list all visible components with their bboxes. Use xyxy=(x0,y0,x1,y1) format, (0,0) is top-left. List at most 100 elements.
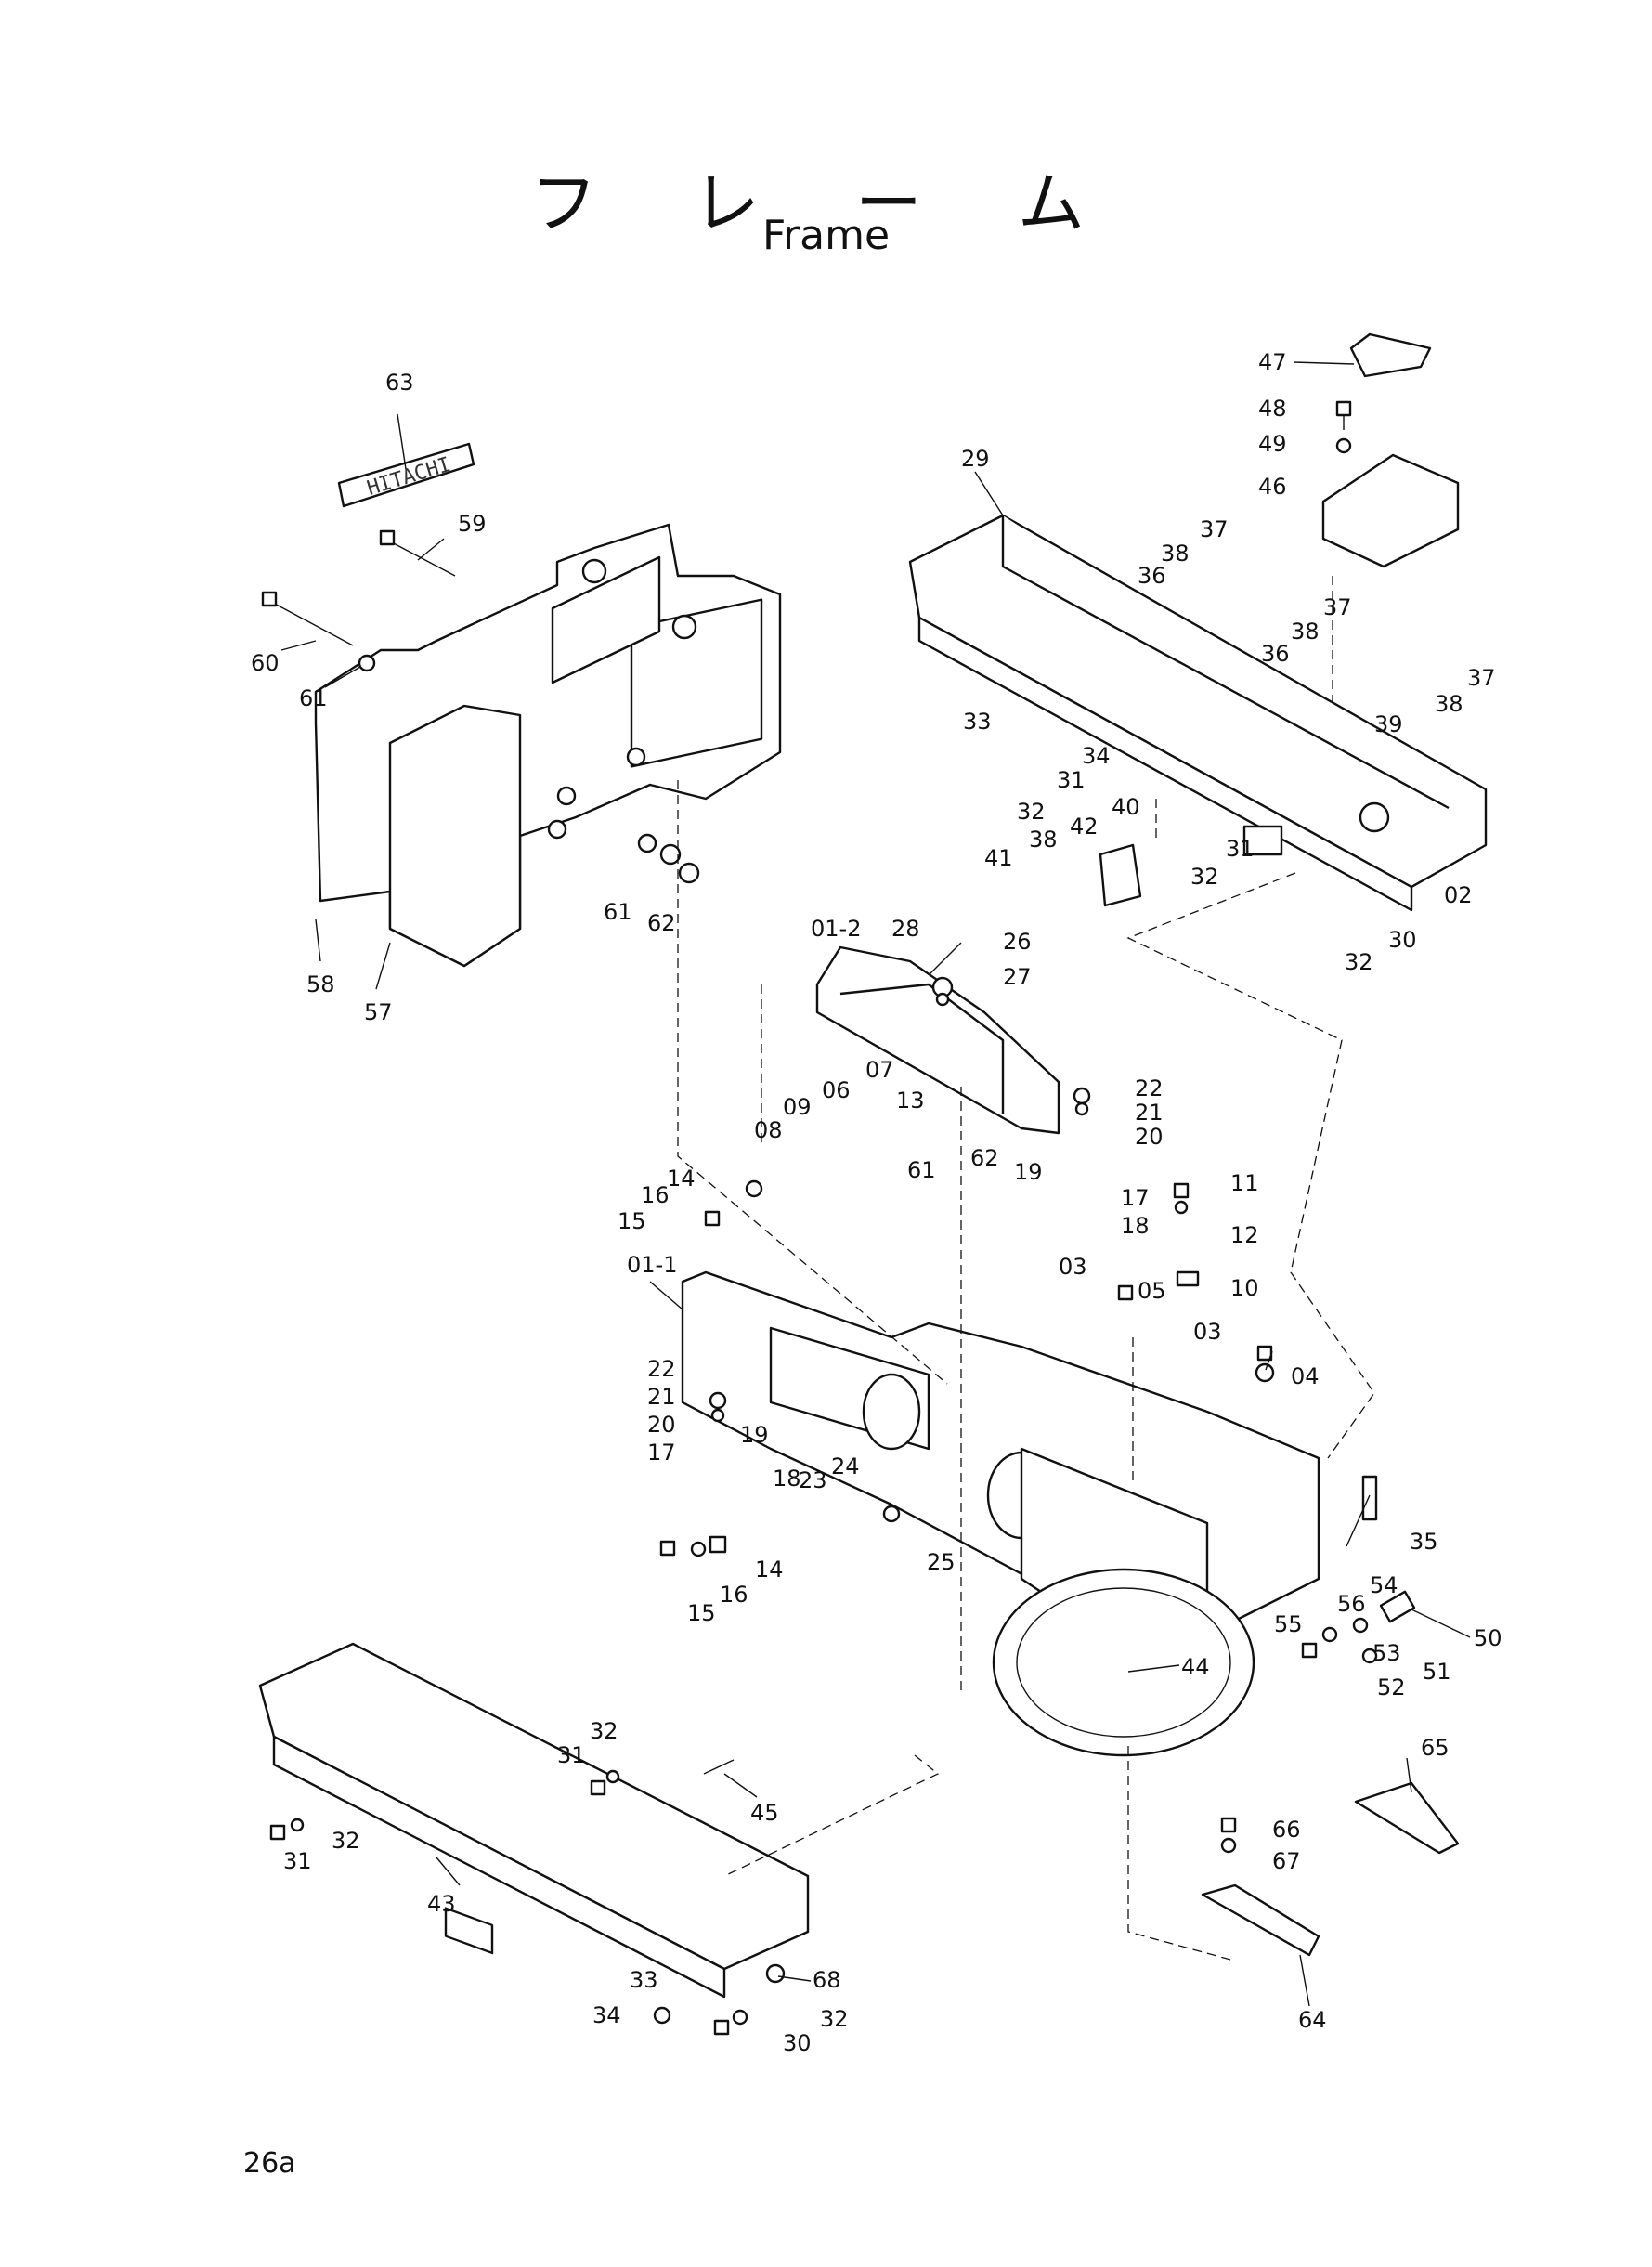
label-53: 53 xyxy=(1372,1640,1401,1666)
label-12: 12 xyxy=(1230,1222,1259,1248)
label-41: 41 xyxy=(984,845,1013,871)
label-36: 36 xyxy=(1138,563,1166,589)
bolt-31-left xyxy=(269,1818,305,1841)
label-46: 46 xyxy=(1258,474,1287,500)
label-14: 14 xyxy=(667,1166,696,1192)
label-16: 16 xyxy=(641,1182,670,1208)
label-66: 66 xyxy=(1272,1817,1301,1843)
label-25: 25 xyxy=(927,1549,956,1575)
label-19: 19 xyxy=(740,1422,769,1448)
plate-40 xyxy=(1099,843,1142,907)
label-18: 18 xyxy=(773,1466,801,1492)
label-01-2: 01-2 xyxy=(811,916,861,942)
label-67: 67 xyxy=(1272,1848,1301,1874)
tool-box-46 xyxy=(1321,332,1460,568)
label-51: 51 xyxy=(1423,1659,1451,1685)
label-31: 31 xyxy=(557,1742,586,1768)
label-21: 21 xyxy=(1135,1100,1164,1126)
label-16: 16 xyxy=(720,1582,748,1608)
label-08: 08 xyxy=(754,1117,783,1143)
decal-text: HITACHI xyxy=(364,453,453,501)
label-37: 37 xyxy=(1323,594,1352,620)
label-50: 50 xyxy=(1474,1625,1502,1651)
washer-32f xyxy=(732,2009,748,2026)
side-frame-right xyxy=(908,514,1488,912)
washer-49 xyxy=(1335,437,1352,454)
label-33: 33 xyxy=(630,1967,658,1993)
label-02: 02 xyxy=(1444,882,1473,908)
label-28: 28 xyxy=(891,916,920,942)
label-38: 38 xyxy=(1029,827,1058,853)
label-44: 44 xyxy=(1181,1654,1210,1680)
bolt-31-top xyxy=(590,1769,620,1796)
label-38: 38 xyxy=(1161,541,1190,567)
decal-hitachi: HITACHI xyxy=(337,442,475,508)
label-03: 03 xyxy=(1193,1319,1222,1345)
counterweight xyxy=(314,523,782,968)
boom-bracket-01-2 xyxy=(815,945,1060,1135)
label-61: 61 xyxy=(604,899,632,925)
cap-68 xyxy=(765,1963,786,1984)
label-40: 40 xyxy=(1112,794,1140,820)
label-27: 27 xyxy=(1003,964,1032,990)
nut-34b xyxy=(653,2006,671,2025)
main-frame-01-1 xyxy=(681,1270,1320,1655)
label-32: 32 xyxy=(1017,799,1046,825)
label-18: 18 xyxy=(1121,1213,1150,1239)
label-58: 58 xyxy=(306,971,335,997)
label-14: 14 xyxy=(755,1557,784,1583)
label-39: 39 xyxy=(1374,711,1403,737)
nut-62 xyxy=(659,843,682,866)
assembly-guide-lines xyxy=(677,576,1375,1961)
label-32: 32 xyxy=(1345,949,1373,975)
label-42: 42 xyxy=(1070,814,1099,840)
label-68: 68 xyxy=(813,1967,841,1993)
bar-45 xyxy=(703,1759,735,1775)
washer-61 xyxy=(358,654,376,672)
valve-50 xyxy=(1379,1590,1416,1623)
label-55: 55 xyxy=(1274,1611,1303,1637)
side-frame-left xyxy=(258,1642,810,1999)
bolt-48 xyxy=(1335,400,1352,430)
bolt-66 xyxy=(1220,1817,1237,1854)
nut-62b xyxy=(678,862,700,884)
label-60: 60 xyxy=(251,650,280,676)
label-32: 32 xyxy=(1190,864,1219,890)
page-title: Frame xyxy=(761,212,891,259)
label-17: 17 xyxy=(1121,1185,1150,1211)
label-31: 31 xyxy=(1057,767,1086,793)
leader-lines xyxy=(280,361,1471,2007)
label-54: 54 xyxy=(1370,1572,1398,1598)
label-07: 07 xyxy=(865,1057,894,1083)
label-23: 23 xyxy=(799,1467,827,1493)
label-22: 22 xyxy=(1135,1075,1164,1101)
label-38: 38 xyxy=(1291,619,1320,645)
label-34: 34 xyxy=(592,2002,621,2028)
label-33: 33 xyxy=(963,709,992,735)
label-31: 31 xyxy=(1226,836,1255,862)
label-61: 61 xyxy=(299,685,328,711)
label-04: 04 xyxy=(1291,1363,1320,1389)
label-64: 64 xyxy=(1298,2007,1327,2033)
label-01-1: 01-1 xyxy=(627,1252,677,1278)
label-35: 35 xyxy=(1410,1529,1438,1555)
label-62: 62 xyxy=(970,1145,999,1171)
cover-65 xyxy=(1354,1781,1460,1855)
label-10: 10 xyxy=(1230,1275,1259,1301)
label-24: 24 xyxy=(831,1453,860,1479)
label-43: 43 xyxy=(427,1891,456,1917)
bolt-59 xyxy=(379,529,456,577)
label-34: 34 xyxy=(1082,743,1111,769)
label-32: 32 xyxy=(332,1828,360,1854)
label-17: 17 xyxy=(647,1440,676,1466)
label-45: 45 xyxy=(750,1800,779,1826)
label-49: 49 xyxy=(1258,431,1287,457)
page-title-japanese: フ レ ー ム xyxy=(530,164,1122,242)
label-29: 29 xyxy=(961,446,990,472)
swing-bearing-44 xyxy=(992,1568,1255,1757)
label-21: 21 xyxy=(647,1384,676,1410)
label-20: 20 xyxy=(647,1412,676,1438)
label-20: 20 xyxy=(1135,1124,1164,1150)
label-15: 15 xyxy=(687,1600,716,1626)
label-05: 05 xyxy=(1138,1278,1166,1304)
